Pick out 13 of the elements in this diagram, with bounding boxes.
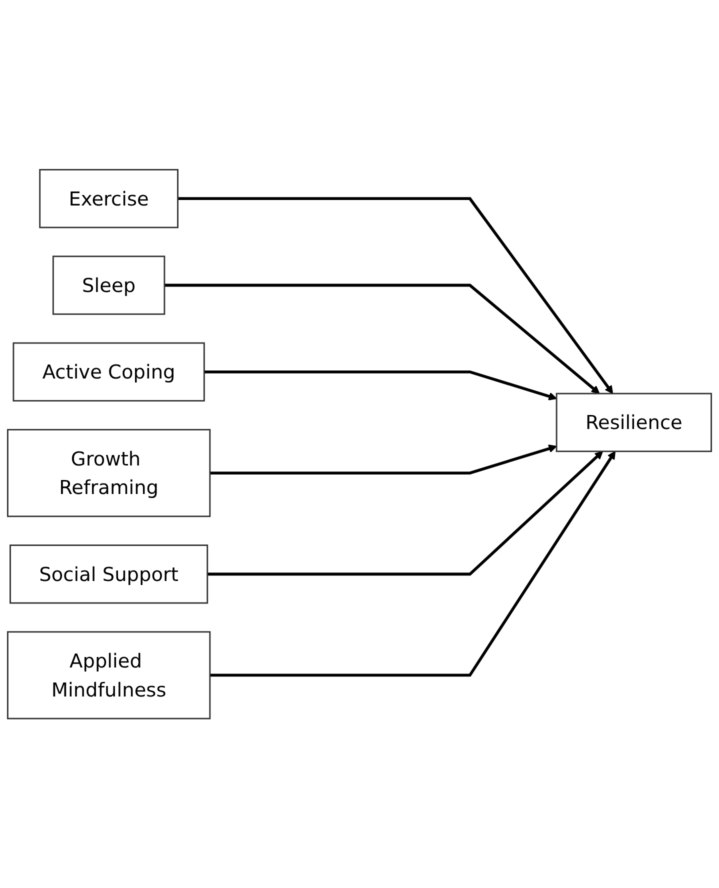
- arrow: [207, 450, 604, 576]
- node-box: Resilience: [556, 392, 712, 452]
- node-box: Social Support: [10, 544, 208, 604]
- arrow: [210, 450, 616, 677]
- arrow: [178, 197, 614, 394]
- node-box: Applied Mindfulness: [6, 631, 211, 720]
- node-box: Active Coping: [12, 342, 205, 402]
- arrow: [210, 444, 557, 474]
- arrow: [164, 284, 600, 394]
- node-box: Exercise: [39, 168, 178, 228]
- node-box: Sleep: [52, 256, 166, 315]
- node-box: Growth Reframing: [6, 428, 211, 517]
- arrow: [204, 370, 557, 400]
